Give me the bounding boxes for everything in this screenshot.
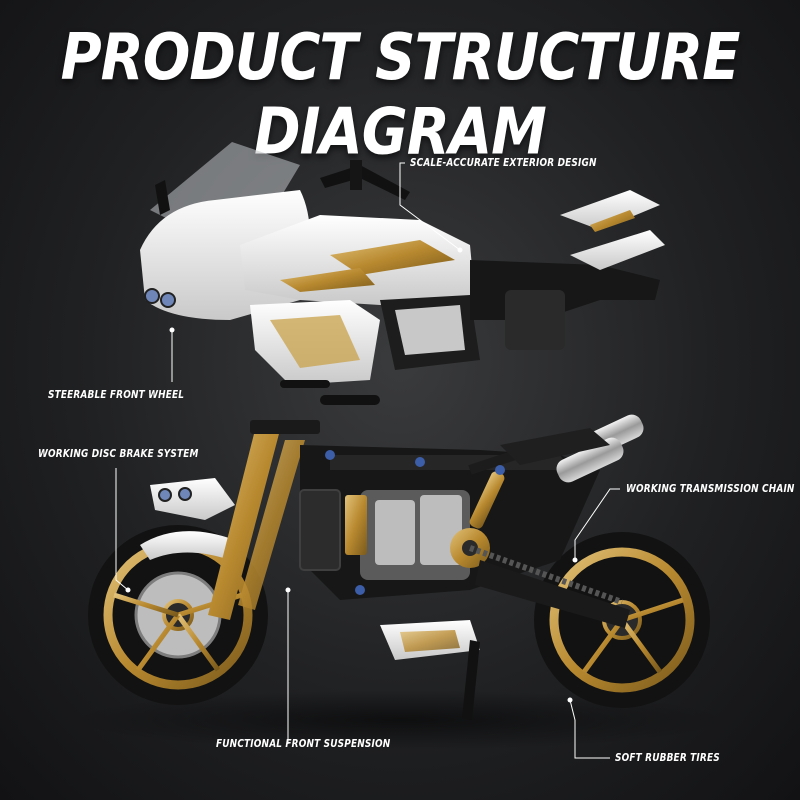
leader-exterior: [399, 162, 461, 251]
fork-top-clamp: [250, 420, 320, 434]
front-fork-2: [238, 440, 305, 610]
headlight-left: [144, 288, 160, 304]
side-decal: [270, 315, 360, 368]
callout-transmission-chain: WORKING TRANSMISSION CHAIN: [626, 483, 795, 495]
page-title: PRODUCT STRUCTURE DIAGRAM: [60, 20, 741, 170]
seat: [500, 428, 610, 465]
headlight-right: [160, 292, 176, 308]
callout-lines: [115, 162, 620, 759]
engine-block: [345, 490, 490, 580]
tail-section-lower: [570, 230, 665, 270]
belly-bar-2: [280, 380, 330, 388]
swingarm: [475, 560, 630, 628]
callout-rubber-tires: SOFT RUBBER TIRES: [615, 752, 720, 764]
leader-tires: [569, 699, 610, 759]
leader-brake: [115, 468, 129, 591]
tail-section-upper: [560, 190, 660, 230]
upper-fairing-assembly: [140, 142, 665, 405]
handlebar-post: [350, 160, 362, 190]
front-headlight-unit: [150, 478, 235, 520]
tail-gold-accent: [590, 210, 635, 232]
engine-cover-graphic: [395, 305, 465, 355]
leader-chain: [574, 488, 620, 560]
rear-block: [505, 290, 565, 350]
callout-front-suspension: FUNCTIONAL FRONT SUSPENSION: [216, 738, 391, 750]
handlebar: [320, 165, 410, 200]
tank-gold-stripe-2: [280, 268, 375, 292]
floor-shadow: [70, 690, 730, 750]
callout-steerable-front-wheel: STEERABLE FRONT WHEEL: [48, 389, 185, 401]
belly-bar-1: [320, 395, 380, 405]
front-fork: [208, 430, 280, 620]
radiator: [299, 489, 341, 571]
callout-exterior-design: SCALE-ACCURATE EXTERIOR DESIGN: [410, 157, 597, 169]
left-mirror: [155, 180, 170, 215]
front-fender: [140, 531, 235, 560]
transmission-chain: [468, 545, 624, 605]
callout-disc-brake: WORKING DISC BRAKE SYSTEM: [38, 448, 199, 460]
kickstand: [462, 640, 480, 720]
lower-bike-assembly: [88, 414, 710, 720]
tank-gold-stripe: [330, 240, 455, 275]
rear-shock: [469, 471, 505, 529]
